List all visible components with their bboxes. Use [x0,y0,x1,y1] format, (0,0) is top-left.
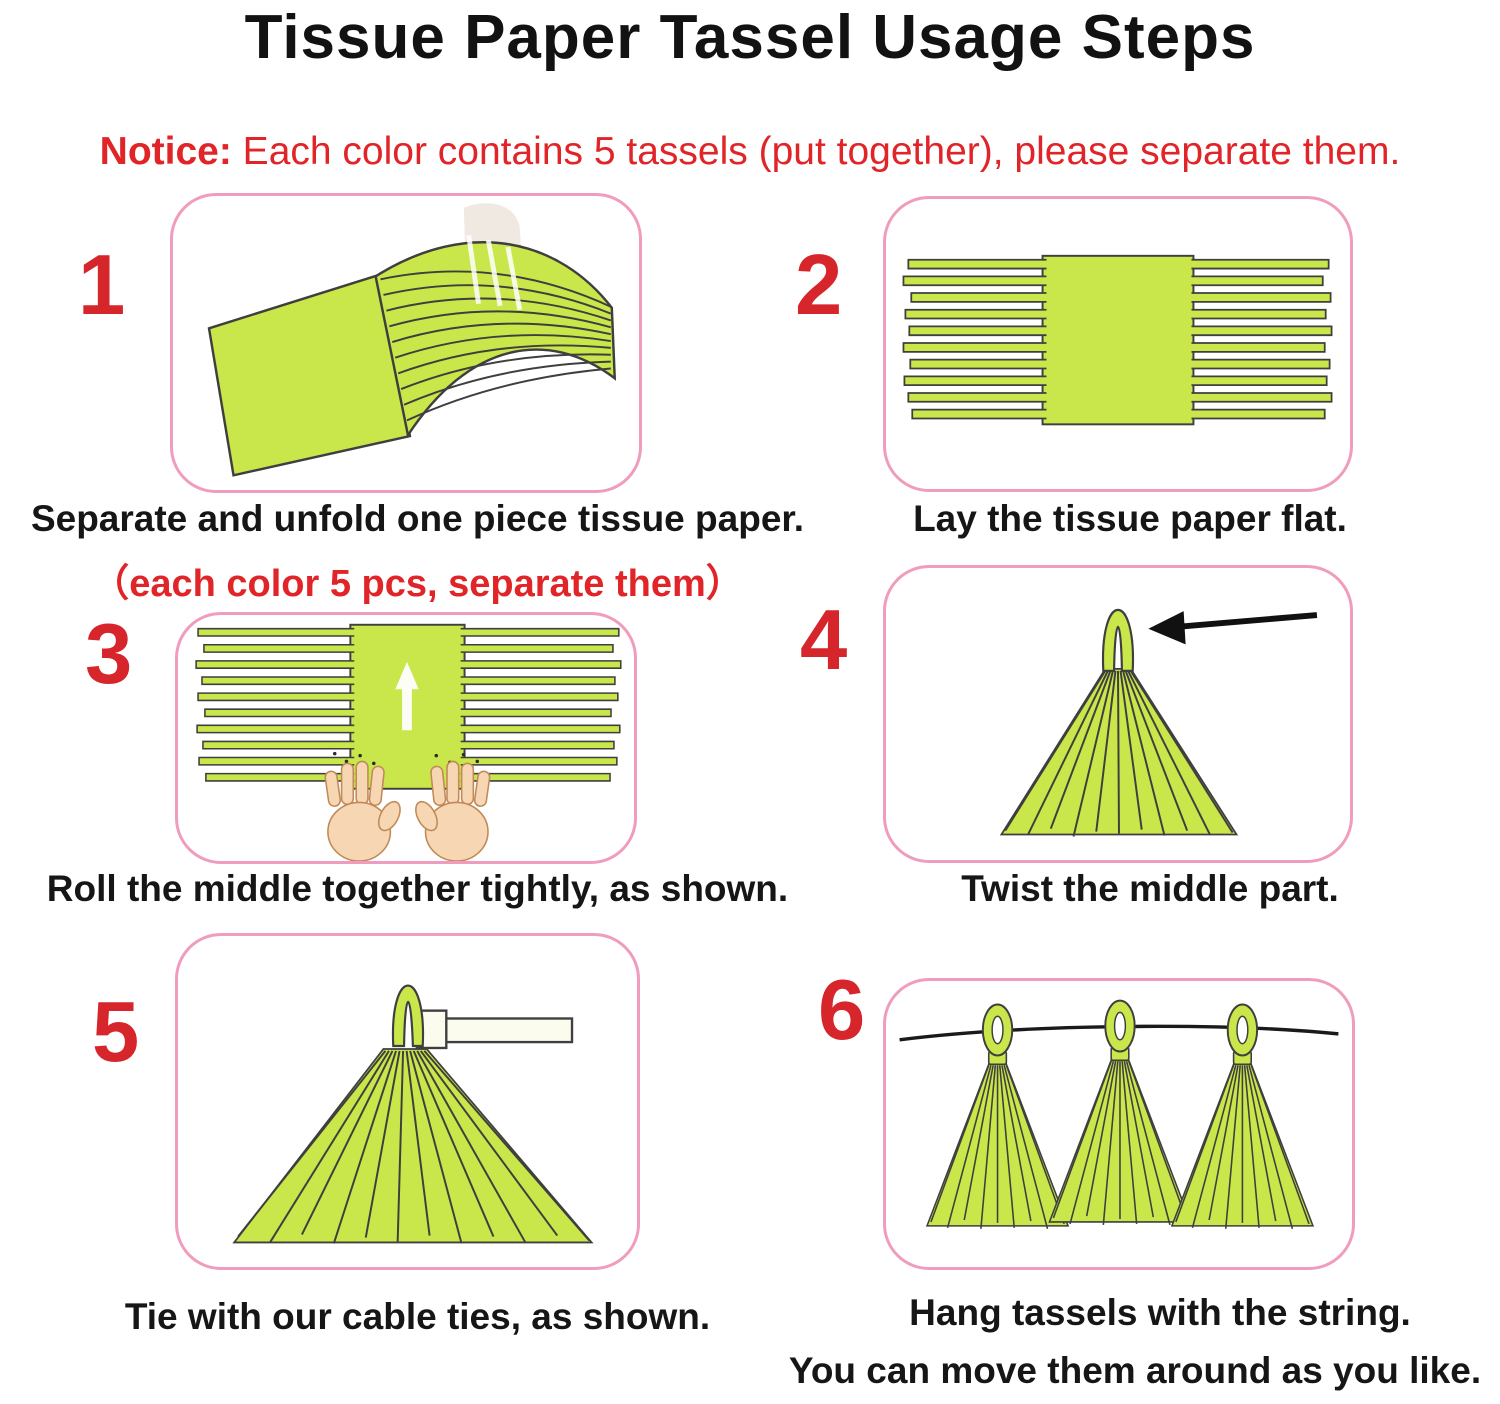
tassel-loop-shape [391,984,425,1048]
page-title: Tissue Paper Tassel Usage Steps [244,3,1256,72]
step-5-figure [175,933,640,1270]
step-1-note: （each color 5 pcs, separate them） [91,563,744,605]
tissue-center [1041,254,1195,426]
fanned-strips-shape [374,241,617,439]
step-5-number: 5 [92,985,140,1080]
step-1-caption: Separate and unfold one piece tissue pap… [30,498,805,539]
arrow-icon [1148,611,1318,645]
step-5-caption: Tie with our cable ties, as shown. [124,1296,711,1337]
step-4-number: 4 [800,593,848,688]
step-4-caption: Twist the middle part. [961,868,1339,909]
cable-tie-band [441,1017,574,1044]
step-3-caption: Roll the middle together tightly, as sho… [46,868,789,909]
step-6-caption: Hang tassels with the string. [909,1292,1411,1333]
right-fringe [460,627,622,782]
highlight-strips [466,234,523,311]
step-6-number: 6 [818,963,866,1058]
tassel-loop-shape [1101,609,1135,672]
step-2-illustration [902,254,1333,426]
tassel-shape [1048,999,1192,1226]
step-5-illustration [232,984,594,1244]
right-hand-icon [415,760,491,861]
step-6-note: You can move them around as you like. [788,1350,1482,1391]
strip-lines [237,1050,590,1244]
left-fringe [902,258,1047,420]
step-3-illustration [195,623,622,861]
step-6-illustration [899,999,1339,1230]
step-3-number: 3 [85,607,133,702]
left-fringe [195,627,355,782]
notice-text: Notice: Each color contains 5 tassels (p… [0,130,1500,174]
step-3-figure [175,612,637,864]
step-4-illustration [999,609,1318,837]
step-4-figure [883,565,1353,863]
folded-sheet-shape [207,272,412,477]
step-1-number: 1 [78,238,126,333]
notice-label: Notice: [99,130,232,173]
step-1-illustration [207,203,617,477]
notice-body: Each color contains 5 tassels (put toget… [231,130,1401,173]
step-2-caption: Lay the tissue paper flat. [913,498,1347,539]
up-arrow-icon [395,661,419,731]
left-hand-icon [324,760,401,861]
tassel-shape [926,1003,1070,1230]
tassel-shape [1170,1003,1314,1230]
step-2-figure [883,196,1353,492]
strip-lines [1004,670,1234,837]
right-fringe [1191,258,1333,420]
step-2-number: 2 [795,238,843,333]
step-6-figure [883,978,1355,1270]
grip-dots [332,751,480,766]
step-1-figure [170,193,642,493]
